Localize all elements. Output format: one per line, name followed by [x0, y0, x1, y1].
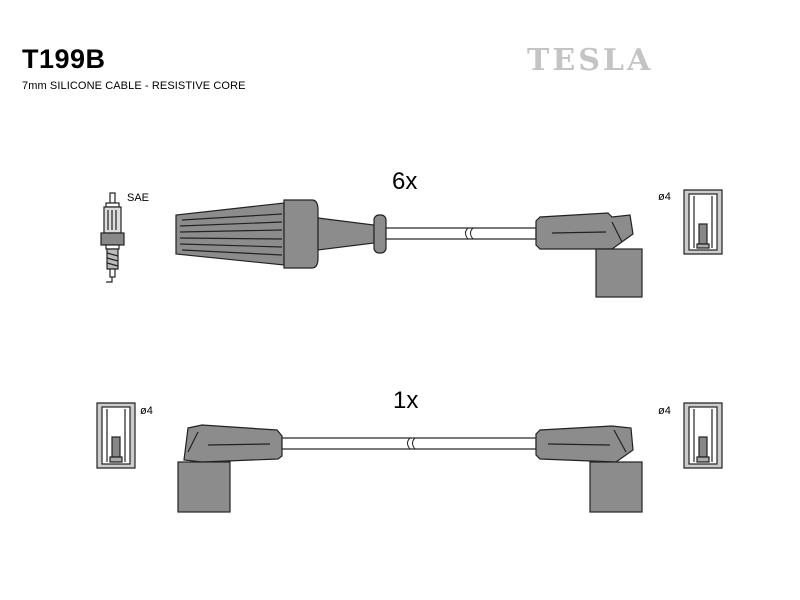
top-ignition-lead [175, 199, 643, 298]
top-boot-socket [595, 248, 643, 298]
bottom-lead-quantity: 1x [393, 387, 419, 414]
spark-plug-type-label: SAE [127, 192, 150, 204]
bottom-right-terminal-diameter-label: ø4 [658, 405, 671, 417]
top-cable [385, 227, 537, 240]
cable-bead [373, 214, 387, 254]
product-description: 7mm SILICONE CABLE - RESISTIVE CORE [22, 80, 246, 92]
top-lead-quantity: 6x [392, 168, 418, 195]
bottom-right-boot-socket [589, 461, 643, 513]
boot-collar [283, 199, 319, 269]
bottom-left-boot-socket [177, 461, 231, 513]
bottom-left-terminal-diameter-label: ø4 [140, 405, 153, 417]
spark-plug-icon [100, 192, 125, 283]
bottom-left-terminal-icon [96, 402, 136, 469]
brand-logo: TESLA [527, 43, 654, 78]
bottom-ignition-lead [177, 424, 643, 513]
top-terminal-diameter-label: ø4 [658, 191, 671, 203]
top-terminal-icon [683, 189, 723, 255]
spark-plug-boot [175, 202, 285, 266]
bottom-right-terminal-icon [683, 402, 723, 469]
top-angled-boot [535, 212, 634, 250]
bottom-left-angled-boot [183, 424, 283, 463]
product-code: T199B [22, 44, 106, 74]
